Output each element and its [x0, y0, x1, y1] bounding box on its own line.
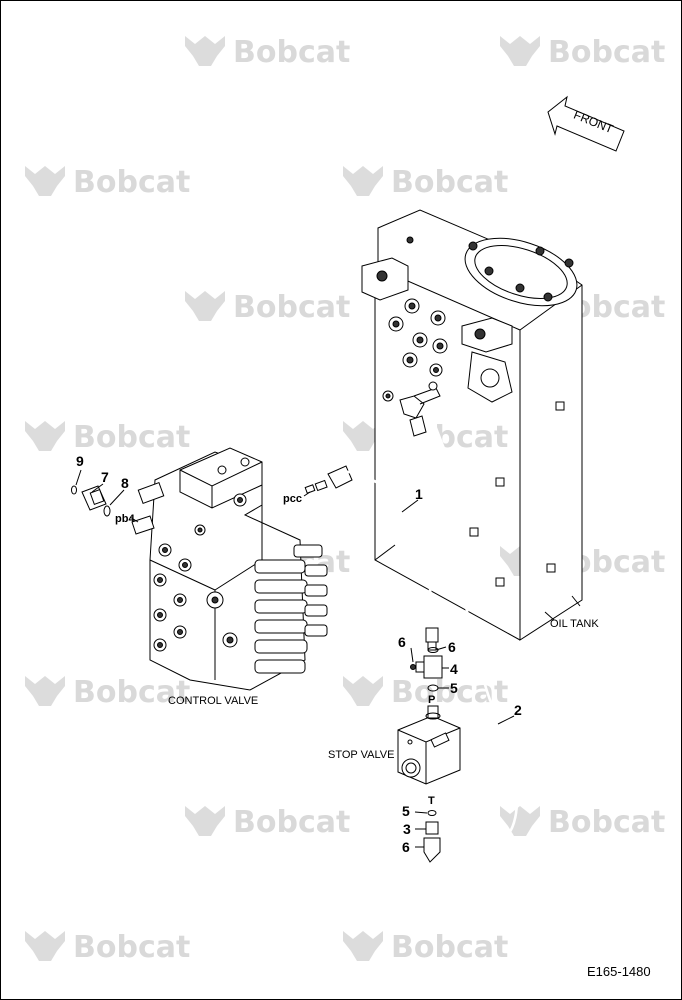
callout-oring-5a: 5	[450, 680, 458, 696]
port-t-label: T	[428, 795, 435, 807]
pb4-fittings	[71, 485, 111, 517]
tank-cover	[464, 237, 578, 307]
callout-oring-5b: 5	[402, 803, 410, 819]
hose-1	[345, 470, 439, 651]
watermark-text: Bobcat	[391, 930, 508, 965]
watermark-text: Bobcat	[233, 35, 350, 70]
hose-2	[409, 415, 519, 854]
watermark-tile: Bobcat	[25, 675, 190, 710]
watermark-logo-icon	[185, 806, 225, 836]
watermark-logo-icon	[343, 931, 383, 961]
tee-fitting-4	[410, 647, 443, 692]
watermark-tile: Bobcat	[185, 290, 350, 325]
watermark-tile: Bobcat	[25, 930, 190, 965]
stop-valve-bottom-fittings	[423, 810, 441, 863]
watermark-logo-icon	[185, 36, 225, 66]
callout-oring-8: 8	[121, 475, 129, 491]
valve-spools	[254, 544, 328, 674]
leader-lines	[75, 469, 555, 848]
watermark-text: Bobcat	[548, 35, 665, 70]
watermark-logo-icon	[500, 806, 540, 836]
watermark-logo-icon	[343, 166, 383, 196]
port-pb4-label: pb4	[115, 513, 135, 525]
callout-adapter-7: 7	[101, 469, 109, 485]
oil-tank-label: OIL TANK	[550, 618, 599, 630]
watermark-logo-icon	[25, 676, 65, 706]
port-p-label: P	[428, 694, 435, 706]
watermark-logo-icon	[185, 291, 225, 321]
drawing-number: E165-1480	[587, 964, 651, 979]
watermark-text: Bobcat	[73, 930, 190, 965]
watermark-logo-icon	[25, 421, 65, 451]
stop-valve	[397, 705, 461, 785]
callout-hose-1: 1	[415, 486, 423, 502]
callout-tee-4: 4	[450, 661, 458, 677]
callout-oring-6a: 6	[398, 634, 406, 650]
callout-hose-2: 2	[514, 702, 522, 718]
watermark-tile: Bobcat	[343, 930, 508, 965]
callout-oring-6c: 6	[402, 839, 410, 855]
watermark-logo-icon	[343, 676, 383, 706]
tank-tee-fitting	[399, 381, 441, 419]
watermark-logo-icon	[500, 36, 540, 66]
watermark-tile: Bobcat	[185, 35, 350, 70]
watermark-tile: Bobcat	[343, 165, 508, 200]
oil-tank	[361, 209, 583, 641]
tank-flange	[467, 351, 513, 403]
stop-valve-label: STOP VALVE	[328, 749, 394, 761]
tank-bracket-lower	[461, 317, 513, 353]
tank-bosses	[382, 298, 448, 402]
watermark-text: Bobcat	[233, 290, 350, 325]
watermark-text: Bobcat	[73, 420, 190, 455]
callout-oring-6b: 6	[448, 639, 456, 655]
watermark-text: Bobcat	[548, 805, 665, 840]
watermark-text: Bobcat	[73, 165, 190, 200]
control-valve-label: CONTROL VALVE	[168, 695, 258, 707]
port-pcc-label: pcc	[283, 493, 302, 505]
control-valve	[131, 447, 328, 691]
watermark-text: Bobcat	[391, 165, 508, 200]
watermark-text: Bobcat	[233, 805, 350, 840]
watermark-logo-icon	[25, 166, 65, 196]
watermark-text: Bobcat	[73, 675, 190, 710]
watermark-tile: Bobcat	[185, 805, 350, 840]
callout-fitting-3: 3	[403, 821, 411, 837]
callout-oring-9: 9	[76, 453, 84, 469]
watermark-tile: Bobcat	[25, 420, 190, 455]
watermark-tile: Bobcat	[500, 35, 665, 70]
watermark-logo-icon	[25, 931, 65, 961]
watermark-tile: Bobcat	[25, 165, 190, 200]
valve-ports	[153, 457, 250, 652]
watermark-logo-icon	[343, 421, 383, 451]
watermark-tile: Bobcat	[500, 805, 665, 840]
